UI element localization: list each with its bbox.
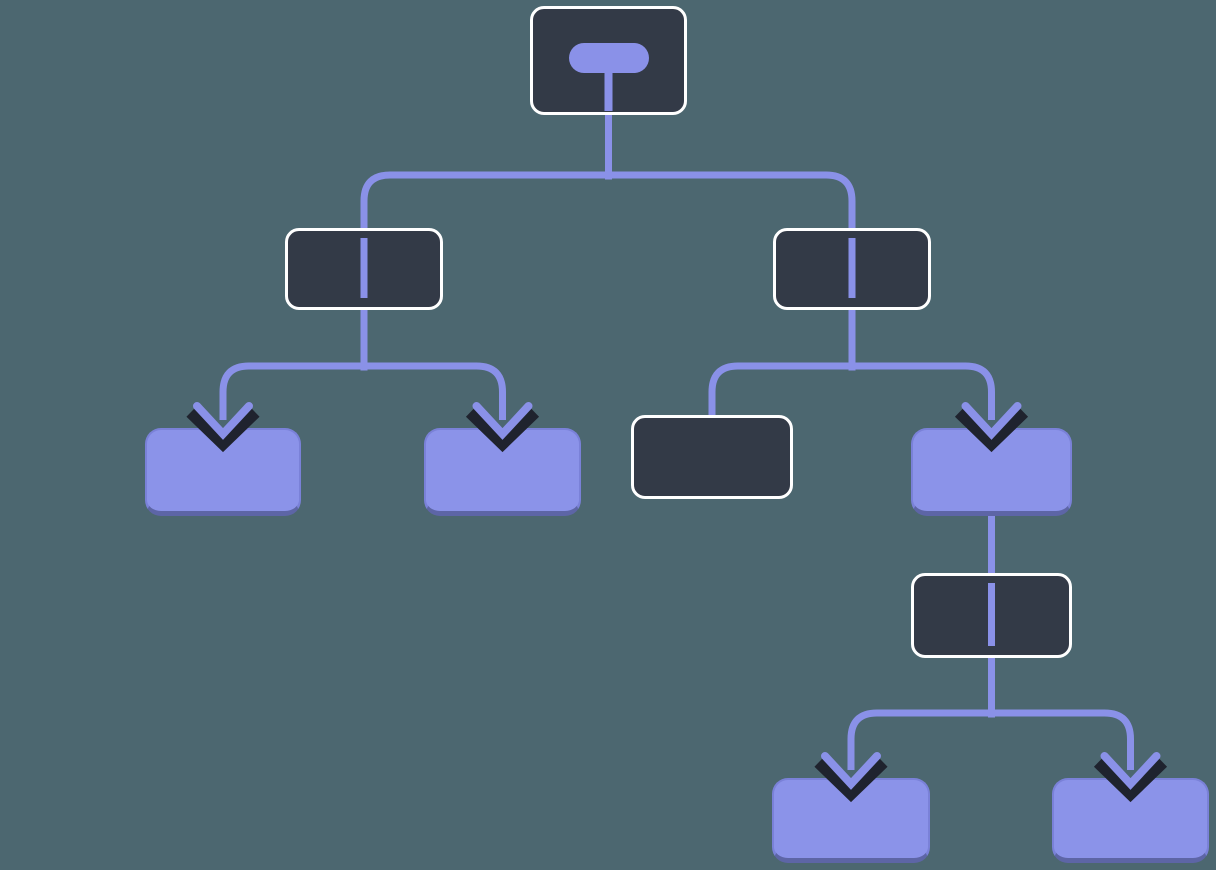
edge-branch-connector xyxy=(708,362,995,420)
leaf-node-4 xyxy=(772,778,930,863)
branch-bottom-node xyxy=(911,573,1072,658)
branch-left-node xyxy=(285,228,443,310)
root-pill-icon xyxy=(568,43,649,73)
edge-branch-connector xyxy=(847,709,1134,770)
branch-right-node xyxy=(773,228,931,310)
root-node xyxy=(530,6,687,115)
edge-branch-connector xyxy=(360,171,856,228)
dark-leaf-node xyxy=(631,415,793,499)
leaf-node-2 xyxy=(424,428,581,516)
leaf-node-1 xyxy=(145,428,301,516)
edge-branch-connector xyxy=(219,362,506,420)
leaf-node-3 xyxy=(911,428,1072,516)
leaf-node-5 xyxy=(1052,778,1209,863)
